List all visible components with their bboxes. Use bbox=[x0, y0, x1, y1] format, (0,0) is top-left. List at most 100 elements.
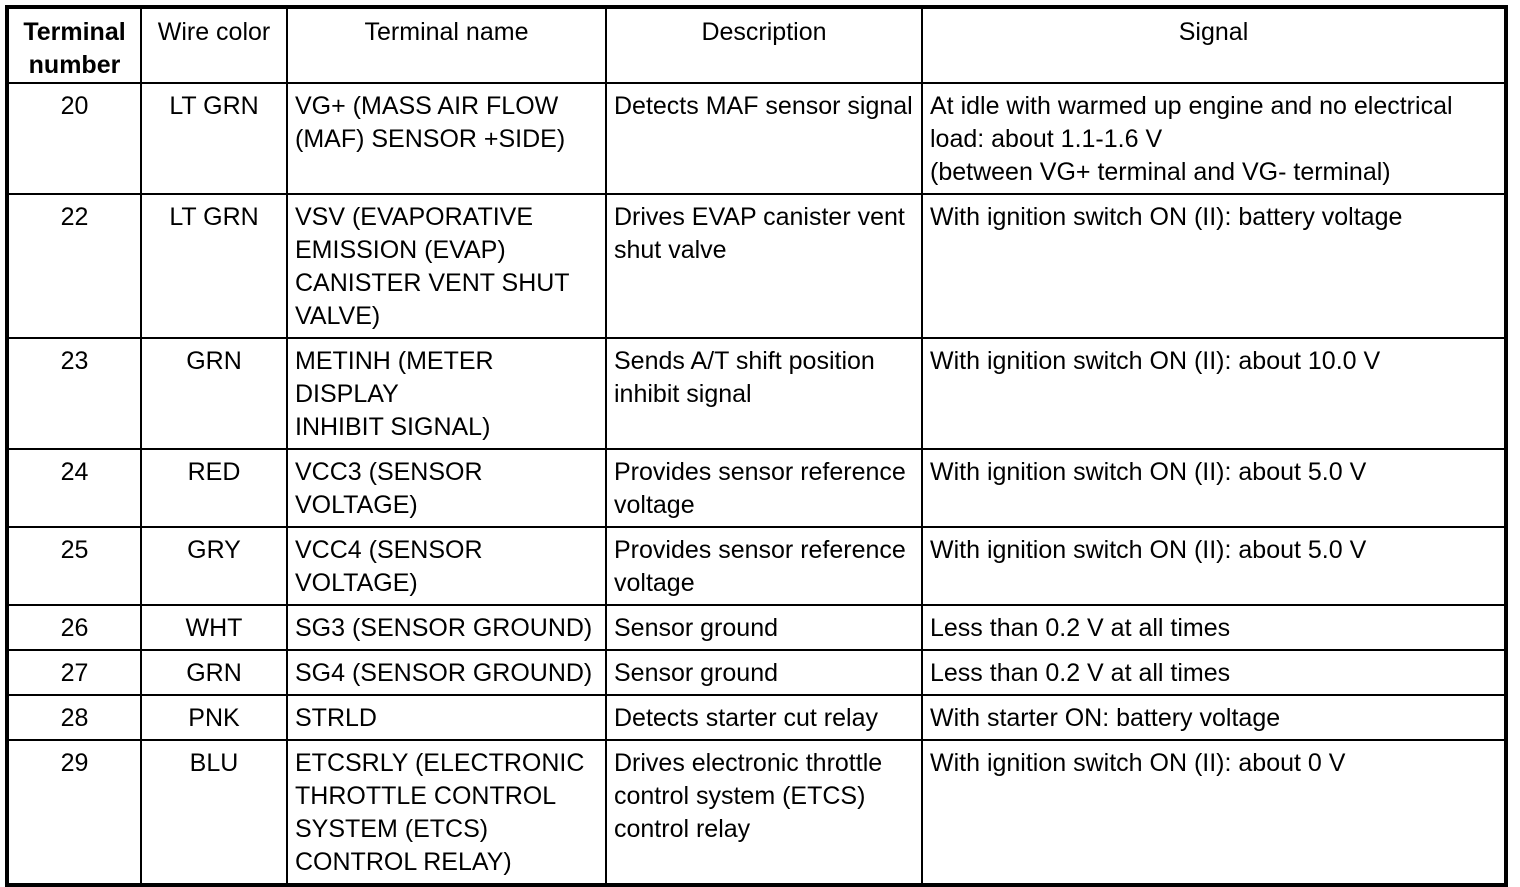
cell-terminal-name: SG4 (SENSOR GROUND) bbox=[286, 649, 607, 696]
cell-description: Detects starter cut relay bbox=[605, 694, 923, 741]
cell-terminal-number: 22 bbox=[6, 193, 142, 339]
cell-wire-color-text: GRN bbox=[186, 347, 242, 375]
cell-terminal-name-text: STRLD bbox=[295, 704, 377, 732]
cell-signal: Less than 0.2 V at all times bbox=[921, 649, 1507, 696]
cell-description-text: Sensor ground bbox=[614, 614, 779, 642]
column-header-description: Description bbox=[605, 6, 923, 84]
cell-wire-color: WHT bbox=[140, 604, 288, 651]
cell-description-text: Provides sensor reference voltage bbox=[614, 536, 906, 597]
cell-description: Provides sensor reference voltage bbox=[605, 526, 923, 606]
cell-wire-color-text: PNK bbox=[188, 704, 240, 732]
cell-terminal-number-text: 22 bbox=[60, 203, 89, 231]
column-header-terminal-name-label: Terminal name bbox=[364, 18, 529, 46]
cell-wire-color-text: LT GRN bbox=[169, 92, 259, 120]
cell-description-text: Detects MAF sensor signal bbox=[614, 92, 913, 120]
cell-signal: With ignition switch ON (II): about 10.0… bbox=[921, 337, 1507, 450]
cell-terminal-name: METINH (METER DISPLAY INHIBIT SIGNAL) bbox=[286, 337, 607, 450]
cell-description: Drives EVAP canister vent shut valve bbox=[605, 193, 923, 339]
column-header-terminal-name: Terminal name bbox=[286, 6, 607, 84]
cell-terminal-name-text: VCC4 (SENSOR VOLTAGE) bbox=[295, 536, 483, 597]
cell-wire-color: PNK bbox=[140, 694, 288, 741]
cell-description-text: Detects starter cut relay bbox=[614, 704, 878, 732]
cell-wire-color: RED bbox=[140, 448, 288, 528]
cell-terminal-number-text: 28 bbox=[60, 704, 89, 732]
cell-description: Drives electronic throttle control syste… bbox=[605, 739, 923, 886]
cell-terminal-number: 28 bbox=[6, 694, 142, 741]
cell-signal-text: With ignition switch ON (II): about 5.0 … bbox=[930, 458, 1367, 486]
cell-signal-text: With ignition switch ON (II): about 10.0… bbox=[930, 347, 1381, 375]
cell-terminal-name-text: ETCSRLY (ELECTRONIC THROTTLE CONTROL SYS… bbox=[295, 749, 585, 876]
cell-terminal-number-text: 29 bbox=[60, 749, 89, 777]
cell-terminal-name: VG+ (MASS AIR FLOW (MAF) SENSOR +SIDE) bbox=[286, 82, 607, 195]
table-row: 22 LT GRN VSV (EVAPORATIVE EMISSION (EVAP)… bbox=[6, 193, 1507, 339]
cell-signal: With ignition switch ON (II): about 5.0 … bbox=[921, 448, 1507, 528]
cell-signal-text: With ignition switch ON (II): about 0 V bbox=[930, 749, 1346, 777]
cell-terminal-name: SG3 (SENSOR GROUND) bbox=[286, 604, 607, 651]
cell-signal-text: Less than 0.2 V at all times bbox=[930, 614, 1231, 642]
cell-terminal-name: VCC3 (SENSOR VOLTAGE) bbox=[286, 448, 607, 528]
cell-terminal-name-text: VSV (EVAPORATIVE EMISSION (EVAP) CANISTE… bbox=[295, 203, 570, 330]
cell-signal-text: Less than 0.2 V at all times bbox=[930, 659, 1231, 687]
cell-terminal-name: STRLD bbox=[286, 694, 607, 741]
cell-terminal-number: 26 bbox=[6, 604, 142, 651]
cell-signal: With ignition switch ON (II): about 0 V bbox=[921, 739, 1507, 886]
terminal-specification-table: Terminal number Wire color Terminal name… bbox=[5, 5, 1508, 887]
cell-wire-color-text: WHT bbox=[185, 614, 243, 642]
table-row: 24 RED VCC3 (SENSOR VOLTAGE) Provides senso… bbox=[6, 448, 1507, 528]
cell-terminal-name: ETCSRLY (ELECTRONIC THROTTLE CONTROL SYS… bbox=[286, 739, 607, 886]
cell-terminal-number: 25 bbox=[6, 526, 142, 606]
table-row: 23 GRN METINH (METER DISPLAY INHIBIT SIGNA… bbox=[6, 337, 1507, 450]
cell-terminal-number-text: 20 bbox=[60, 92, 89, 120]
cell-terminal-name-text: SG3 (SENSOR GROUND) bbox=[295, 614, 593, 642]
cell-terminal-number-text: 26 bbox=[60, 614, 89, 642]
cell-terminal-name: VSV (EVAPORATIVE EMISSION (EVAP) CANISTE… bbox=[286, 193, 607, 339]
cell-terminal-number-text: 25 bbox=[60, 536, 89, 564]
document-page: Terminal number Wire color Terminal name… bbox=[5, 5, 1508, 887]
cell-signal: With ignition switch ON (II): about 5.0 … bbox=[921, 526, 1507, 606]
cell-terminal-number-text: 24 bbox=[60, 458, 89, 486]
cell-terminal-number: 23 bbox=[6, 337, 142, 450]
cell-description: Provides sensor reference voltage bbox=[605, 448, 923, 528]
cell-terminal-number: 29 bbox=[6, 739, 142, 886]
column-header-signal-label: Signal bbox=[1178, 18, 1249, 46]
table-row: 28 PNK STRLD Detects starter cut relay With … bbox=[6, 694, 1507, 741]
cell-description-text: Sensor ground bbox=[614, 659, 779, 687]
cell-description: Sends A/T shift position inhibit signal bbox=[605, 337, 923, 450]
cell-description: Sensor ground bbox=[605, 604, 923, 651]
cell-wire-color: BLU bbox=[140, 739, 288, 886]
cell-wire-color-text: RED bbox=[187, 458, 241, 486]
table-row: 29 BLU ETCSRLY (ELECTRONIC THROTTLE CONTRO… bbox=[6, 739, 1507, 886]
cell-signal-text: With ignition switch ON (II): about 5.0 … bbox=[930, 536, 1367, 564]
cell-wire-color: LT GRN bbox=[140, 193, 288, 339]
table-row: 27 GRN SG4 (SENSOR GROUND)Sensor ground Les… bbox=[6, 649, 1507, 696]
cell-signal: With ignition switch ON (II): battery vo… bbox=[921, 193, 1507, 339]
column-header-wire-color-label: Wire color bbox=[157, 18, 271, 46]
table-row: 20 LT GRN VG+ (MASS AIR FLOW (MAF) SENSOR … bbox=[6, 82, 1507, 195]
cell-description-text: Provides sensor reference voltage bbox=[614, 458, 906, 519]
cell-wire-color-text: BLU bbox=[189, 749, 239, 777]
cell-wire-color: GRN bbox=[140, 337, 288, 450]
cell-signal-text: At idle with warmed up engine and no ele… bbox=[930, 92, 1453, 186]
cell-terminal-number: 20 bbox=[6, 82, 142, 195]
cell-description-text: Drives EVAP canister vent shut valve bbox=[614, 203, 905, 264]
cell-terminal-number: 24 bbox=[6, 448, 142, 528]
cell-terminal-name-text: VCC3 (SENSOR VOLTAGE) bbox=[295, 458, 483, 519]
cell-description-text: Sends A/T shift position inhibit signal bbox=[614, 347, 875, 408]
table-header: Terminal number Wire color Terminal name… bbox=[6, 6, 1507, 84]
cell-signal-text: With ignition switch ON (II): battery vo… bbox=[930, 203, 1403, 231]
cell-signal: At idle with warmed up engine and no ele… bbox=[921, 82, 1507, 195]
cell-wire-color-text: GRN bbox=[186, 659, 242, 687]
cell-signal-text: With starter ON: battery voltage bbox=[930, 704, 1281, 732]
cell-terminal-name: VCC4 (SENSOR VOLTAGE) bbox=[286, 526, 607, 606]
column-header-signal: Signal bbox=[921, 6, 1507, 84]
cell-description: Sensor ground bbox=[605, 649, 923, 696]
cell-signal: Less than 0.2 V at all times bbox=[921, 604, 1507, 651]
cell-signal: With starter ON: battery voltage bbox=[921, 694, 1507, 741]
column-header-description-label: Description bbox=[701, 18, 827, 46]
cell-wire-color: LT GRN bbox=[140, 82, 288, 195]
cell-wire-color: GRN bbox=[140, 649, 288, 696]
cell-wire-color-text: LT GRN bbox=[169, 203, 259, 231]
cell-terminal-number-text: 27 bbox=[60, 659, 89, 687]
column-header-wire-color: Wire color bbox=[140, 6, 288, 84]
